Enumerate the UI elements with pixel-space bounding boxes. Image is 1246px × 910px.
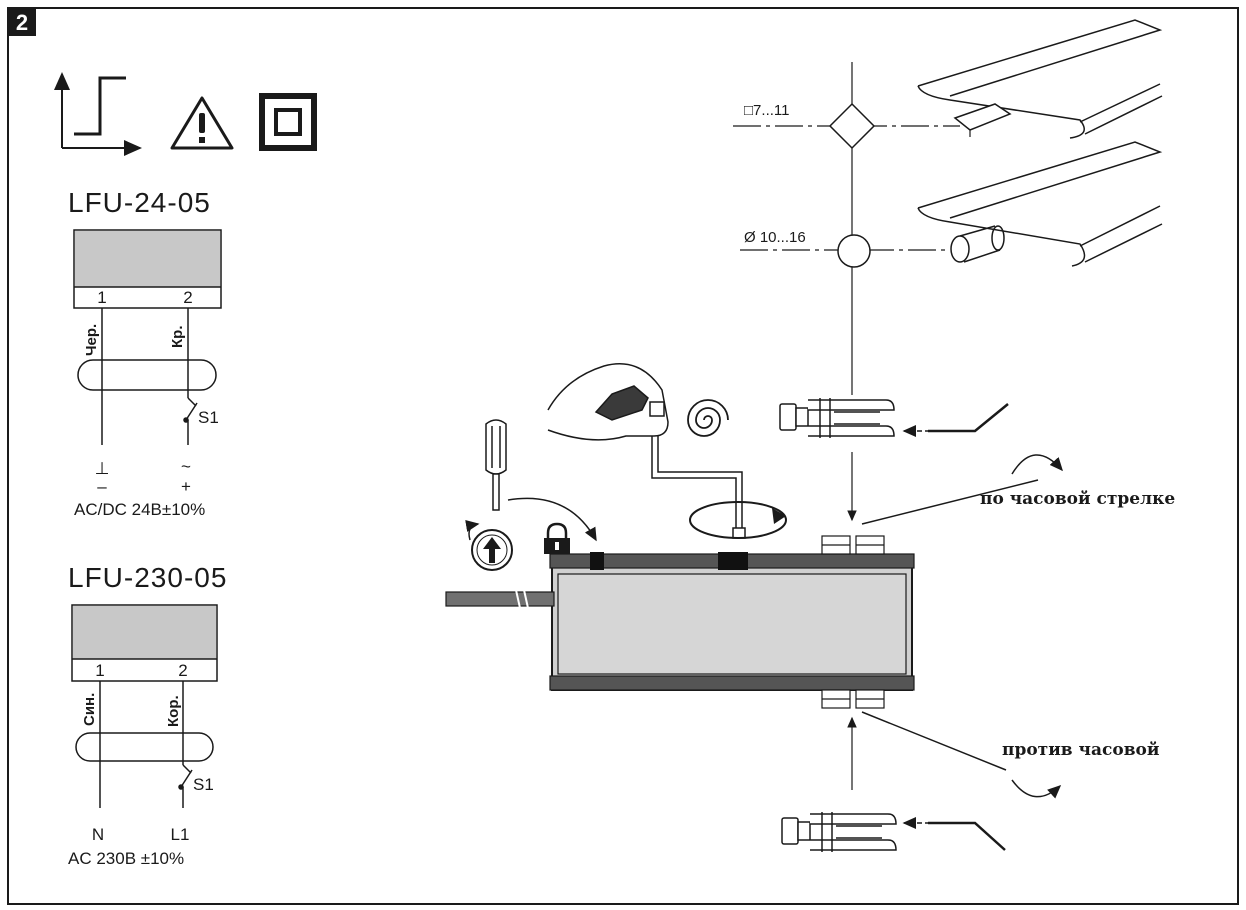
spring-icon [687,399,729,437]
square-shaft-detail [733,19,1163,150]
switch-s1-symbol [183,397,198,423]
wiring-lfu-24-05: LFU-24-05 1 2 Чер. Кр. S1 ⊥ ~ – + AC/DC … [68,187,222,519]
lock-icon [544,522,570,554]
switch-s1-symbol [178,764,193,790]
counterclockwise-label: против часовой [1002,740,1160,760]
supply-terminal-n: N [92,825,104,844]
supply-symbol-dc: ⊥ [95,459,110,478]
terminal-2-label: 2 [178,661,187,680]
supply-minus: – [97,477,107,496]
shaft-clamp-top [779,398,895,438]
round-shaft-dimension: Ø 10...16 [744,229,806,246]
terminal-1-label: 1 [97,288,106,307]
switch-label: S1 [198,408,219,427]
clamp-nuts-top [821,535,885,555]
clockwise-arrow [861,454,1063,525]
supply-voltage: AC/DC 24В±10% [74,500,205,519]
model-title: LFU-230-05 [68,562,227,593]
supply-terminal-l1: L1 [171,825,190,844]
actuator-housing [549,552,915,691]
manual-crank-icon [651,430,787,539]
double-insulation-icon [259,93,317,151]
shaft-clamp-bottom [781,812,897,852]
bent-shaft-bottom [928,821,1006,851]
release-knob-icon [465,520,513,571]
clamp-nuts-bottom [821,689,885,709]
power-cable [445,589,555,609]
wire-label-1: Син. [81,693,98,726]
square-shaft-dimension: □7...11 [744,102,789,119]
terminal-2-label: 2 [183,288,192,307]
clockwise-label: по часовой стрелке [980,489,1175,509]
round-shaft-detail [740,141,1163,268]
crank-rotation-arrowhead [772,508,786,524]
figure-number-badge: 2 [8,8,36,36]
supply-symbol-ac: ~ [181,457,191,476]
screwdriver-to-lock-arrow [507,497,597,542]
wire-label-2: Кр. [169,326,186,349]
supply-voltage: AC 230В ±10% [68,849,184,868]
warning-triangle-icon [170,96,234,150]
step-function-icon [54,72,142,156]
wire-label-2: Кор. [165,695,182,727]
supply-plus: + [181,477,191,496]
switch-label: S1 [193,775,214,794]
figure-frame [7,7,1239,905]
screwdriver-icon [485,419,507,511]
model-title: LFU-24-05 [68,187,211,218]
bent-shaft-top [928,403,1009,433]
counterclockwise-arrow [861,711,1062,799]
wiring-lfu-230-05: LFU-230-05 1 2 Син. Кор. S1 N L1 AC 230В… [68,562,227,868]
hand-icon [547,362,669,441]
terminal-1-label: 1 [95,661,104,680]
wire-label-1: Чер. [83,324,100,356]
figure-number: 2 [16,10,28,35]
